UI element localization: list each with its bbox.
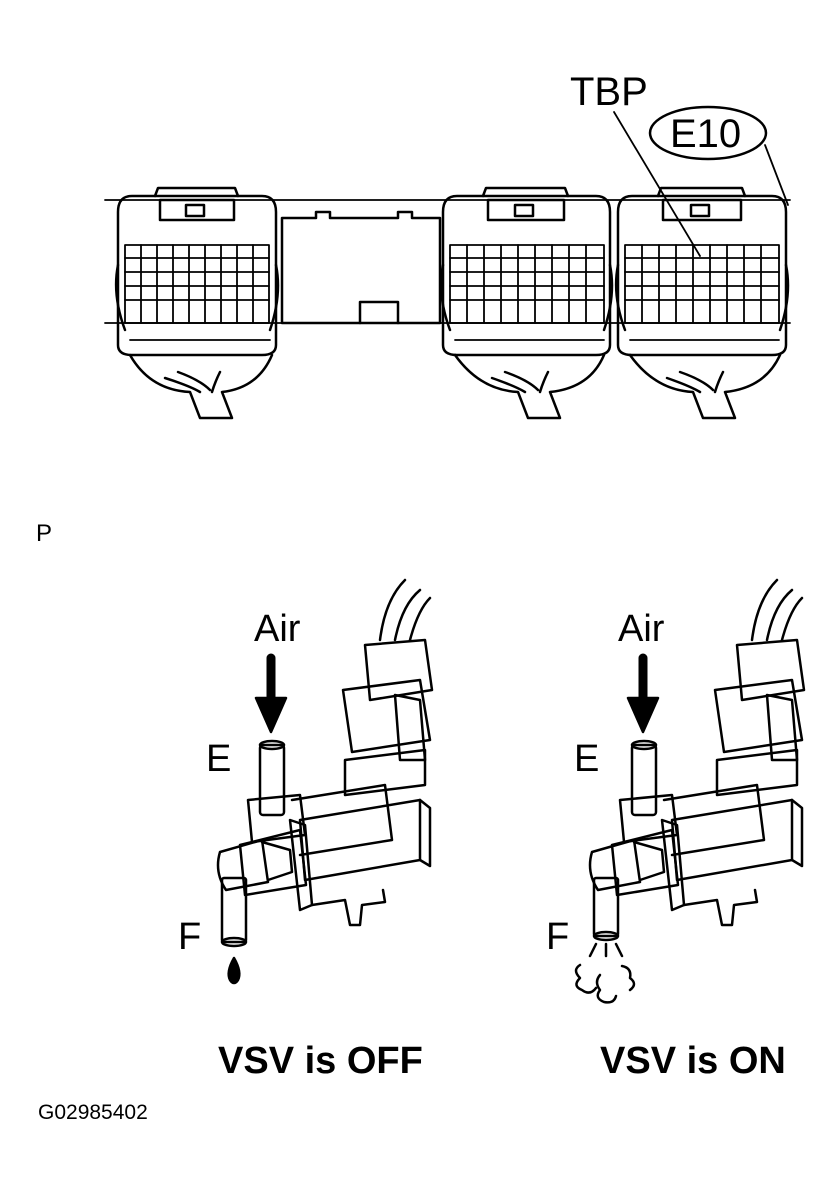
air-label-on: Air: [618, 608, 665, 650]
ecu-connector-left: [114, 186, 280, 420]
e10-id-ellipse: [648, 105, 768, 161]
vsv-on-illustration: [574, 578, 806, 1004]
figure-code: G02985402: [38, 1101, 148, 1124]
vsv-off-illustration: [216, 578, 434, 985]
ecu-connector-e10: [614, 144, 790, 420]
drop-icon: [227, 956, 241, 985]
port-e-label-off: E: [206, 738, 232, 780]
terminal-label-tbp: TBP: [570, 70, 648, 114]
port-f-label-on: F: [546, 916, 570, 958]
ecu-connector-assembly: [104, 105, 791, 420]
ecu-connector-middle: [439, 186, 614, 420]
air-arrow-on: [626, 653, 660, 734]
section-letter: P: [36, 520, 53, 547]
tbp-leader-line: [613, 111, 701, 257]
caption-vsv-off: VSV is OFF: [218, 1040, 423, 1082]
caption-vsv-on: VSV is ON: [600, 1040, 786, 1082]
air-spray-icon: [574, 942, 636, 1004]
air-arrow-off: [254, 653, 288, 734]
port-f-label-off: F: [178, 916, 202, 958]
port-e-label-on: E: [574, 738, 600, 780]
air-label-off: Air: [254, 608, 301, 650]
connector-id-e10: E10: [670, 112, 742, 156]
